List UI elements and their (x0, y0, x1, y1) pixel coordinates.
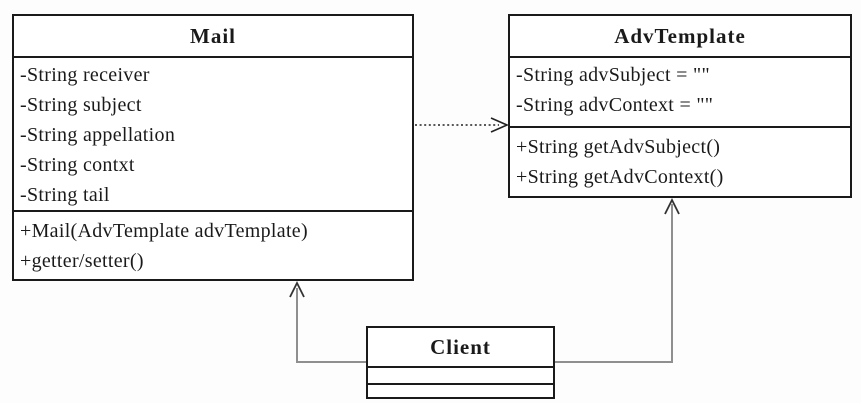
attribute-line: -String advSubject = "" (516, 64, 710, 86)
mail-methods-compartment: +Mail(AdvTemplate advTemplate) +getter/s… (14, 212, 412, 279)
attribute-line: -String receiver (20, 64, 150, 86)
method-line: +String getAdvSubject() (516, 136, 721, 158)
dependency-arrow-mail-to-advtemplate (415, 117, 509, 133)
attribute-line: -String tail (20, 184, 110, 206)
method-line: +Mail(AdvTemplate advTemplate) (20, 220, 308, 242)
client-methods-compartment-empty (368, 385, 553, 397)
class-title-mail: Mail (14, 16, 412, 58)
class-box-client: Client (366, 326, 555, 399)
association-arrow-client-to-advtemplate (555, 197, 680, 363)
advtemplate-attributes-compartment: -String advSubject = "" -String advConte… (510, 58, 850, 128)
attribute-line: -String subject (20, 94, 142, 116)
mail-attributes-compartment: -String receiver -String subject -String… (14, 58, 412, 212)
class-box-advtemplate: AdvTemplate -String advSubject = "" -Str… (508, 14, 852, 198)
attribute-line: -String contxt (20, 154, 135, 176)
class-title-advtemplate: AdvTemplate (510, 16, 850, 58)
advtemplate-methods-compartment: +String getAdvSubject() +String getAdvCo… (510, 128, 850, 196)
class-box-mail: Mail -String receiver -String subject -S… (12, 14, 414, 281)
class-title-client: Client (368, 328, 553, 368)
attribute-line: -String advContext = "" (516, 94, 714, 116)
method-line: +String getAdvContext() (516, 166, 724, 188)
association-arrow-client-to-mail (289, 280, 366, 363)
method-line: +getter/setter() (20, 250, 144, 272)
attribute-line: -String appellation (20, 124, 176, 146)
client-attributes-compartment-empty (368, 368, 553, 385)
